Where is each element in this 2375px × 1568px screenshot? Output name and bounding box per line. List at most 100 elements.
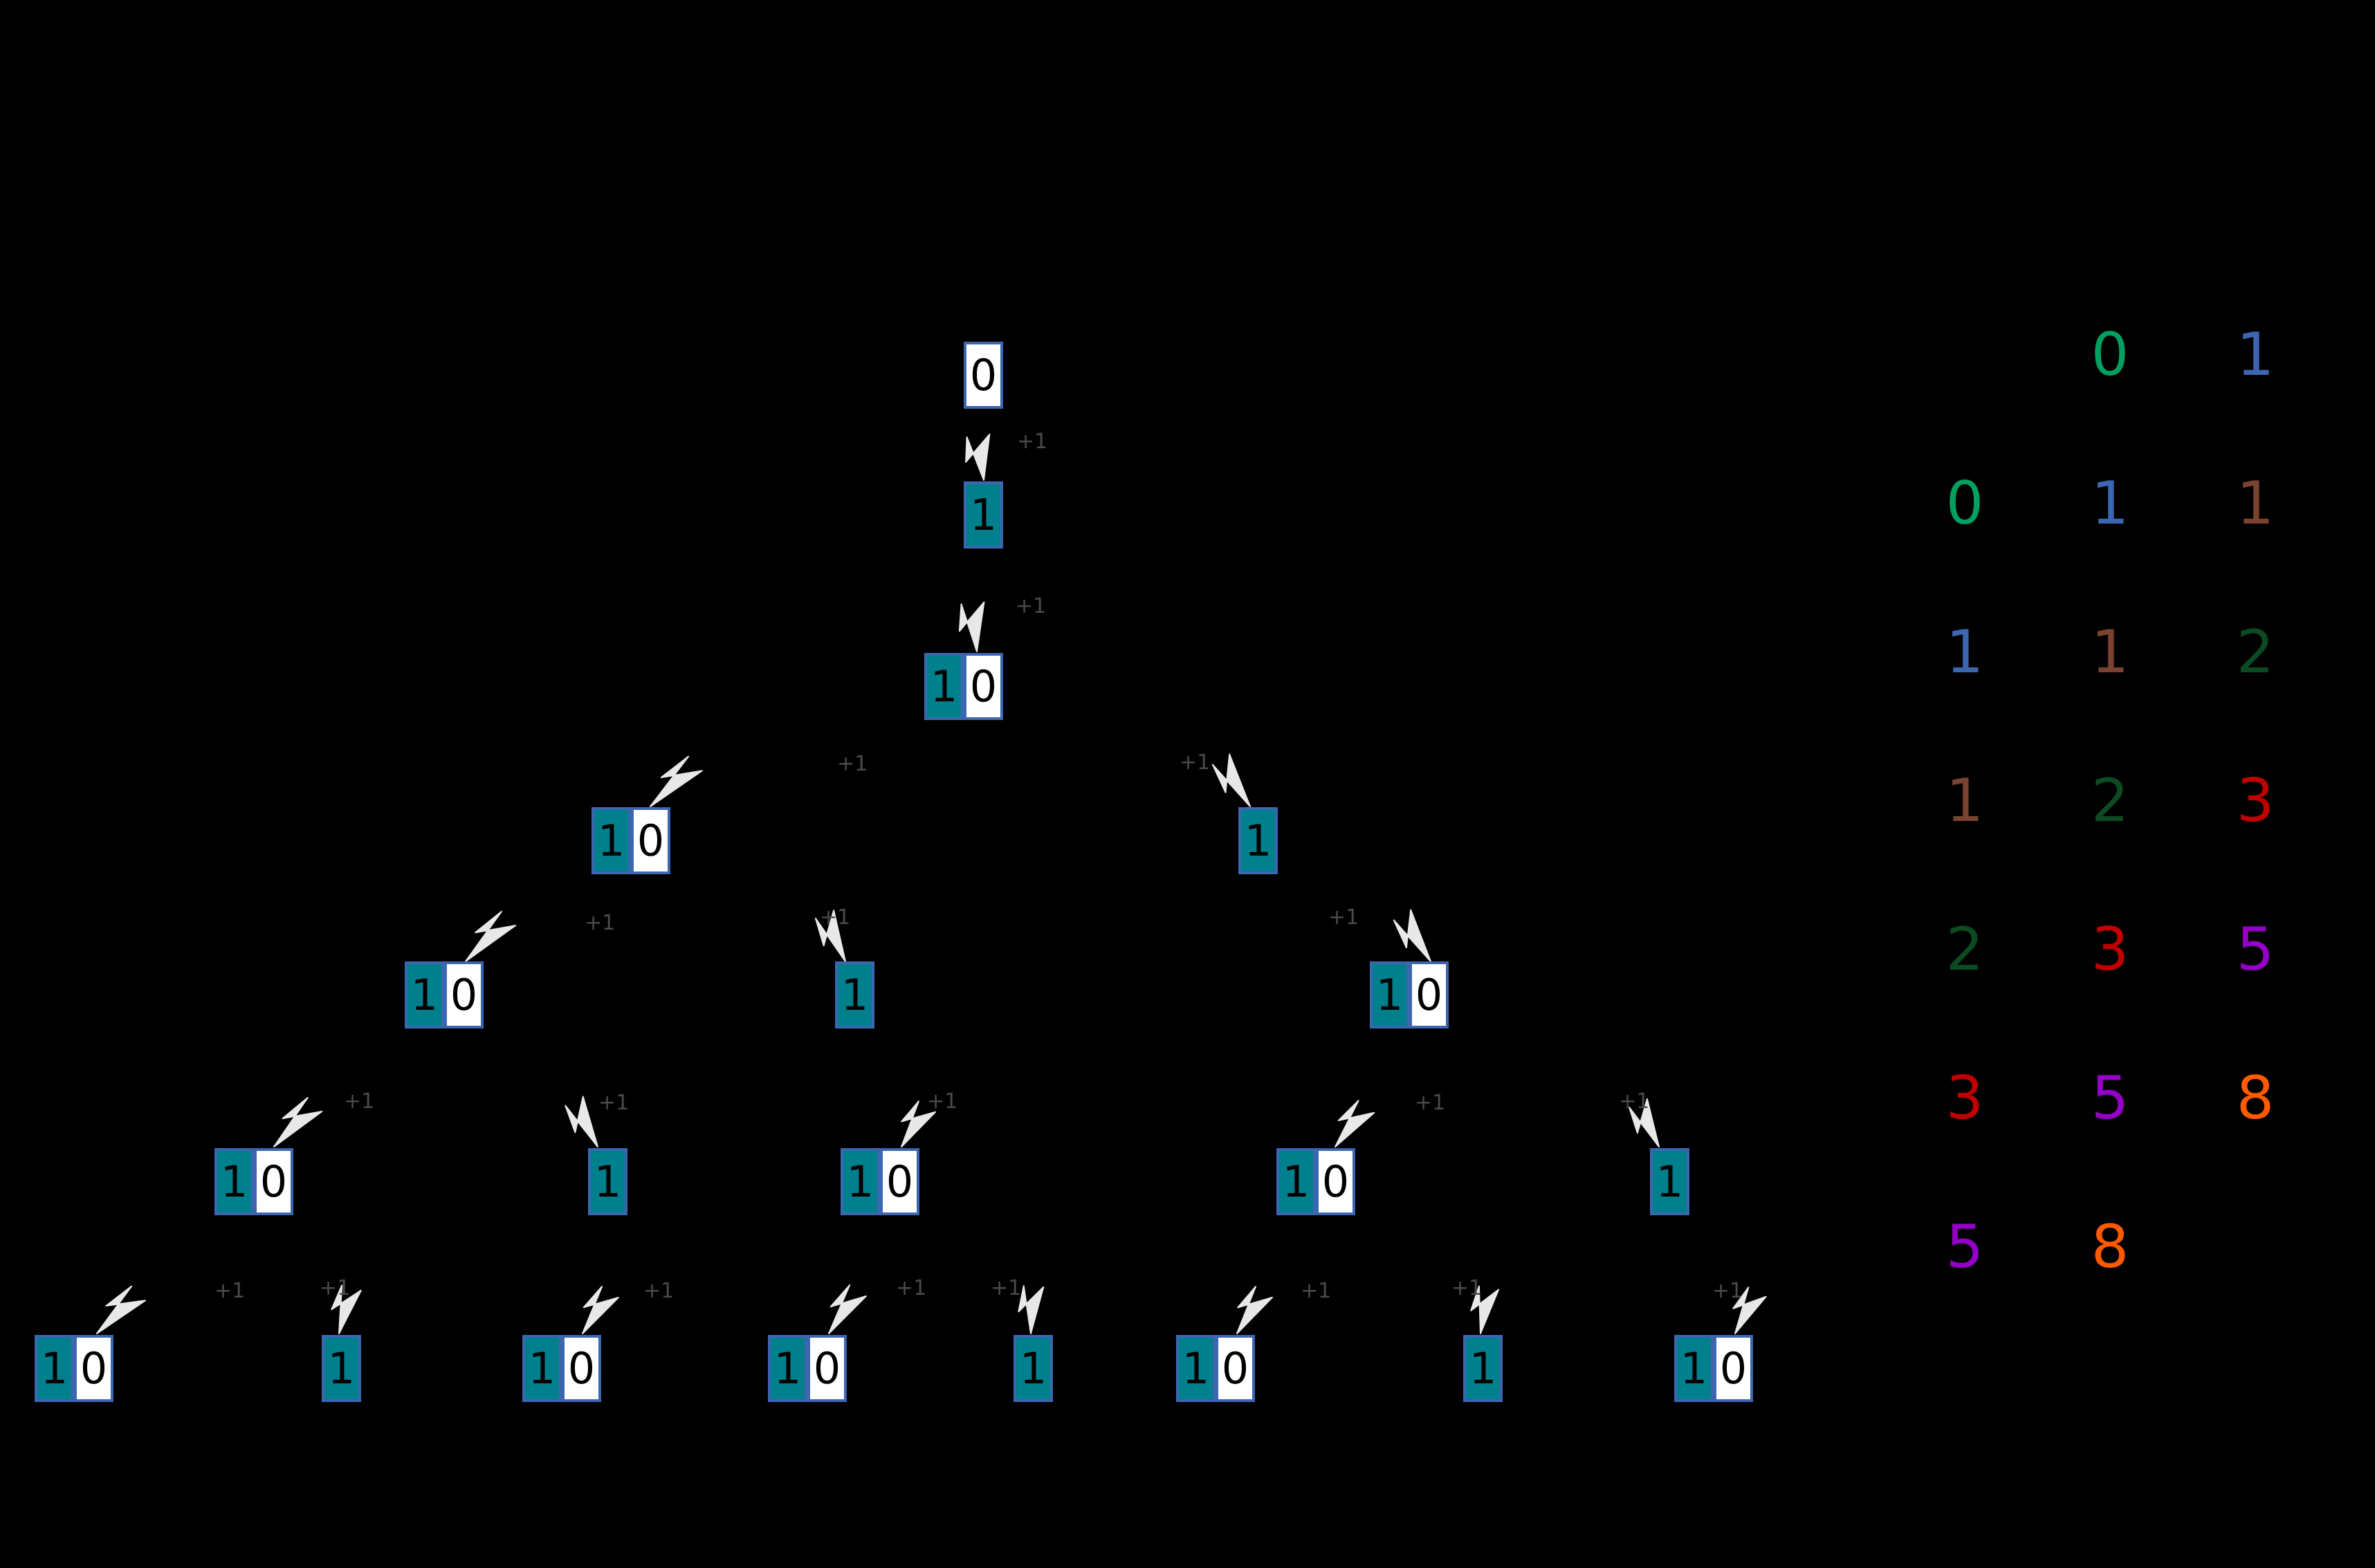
edge-label-plus-one: +1 xyxy=(585,911,616,935)
arrow-icon xyxy=(331,1284,362,1334)
digit-cell-one[interactable]: 1 xyxy=(835,961,874,1029)
arrow-icon xyxy=(582,1286,619,1334)
fibonacci-number: 8 xyxy=(2091,1212,2129,1282)
tree-node[interactable]: 1 xyxy=(1238,807,1278,874)
arrow-icon xyxy=(1732,1286,1767,1334)
digit-cell-one[interactable]: 1 xyxy=(522,1335,562,1402)
edge-label-plus-one: +1 xyxy=(320,1276,351,1300)
digit-cell-one[interactable]: 1 xyxy=(1176,1335,1216,1402)
edge-label-plus-one: +1 xyxy=(991,1276,1022,1300)
fibonacci-number: 1 xyxy=(2091,618,2129,687)
arrow-icon xyxy=(1018,1285,1045,1334)
edge-label-plus-one: +1 xyxy=(837,752,868,776)
digit-cell-one[interactable]: 1 xyxy=(214,1148,254,1215)
digit-cell-one[interactable]: 1 xyxy=(924,653,964,720)
tree-node[interactable]: 1 xyxy=(1014,1335,1053,1402)
edge-label-plus-one: +1 xyxy=(598,1091,630,1115)
digit-cell-zero[interactable]: 0 xyxy=(880,1148,919,1215)
edge-label-plus-one: +1 xyxy=(927,1089,958,1114)
fibonacci-number: 5 xyxy=(1945,1212,1984,1282)
digit-cell-zero[interactable]: 0 xyxy=(444,961,484,1029)
edge-label-plus-one: +1 xyxy=(1712,1279,1743,1303)
digit-cell-zero[interactable]: 0 xyxy=(1714,1335,1753,1402)
digit-cell-one[interactable]: 1 xyxy=(35,1335,74,1402)
digit-cell-one[interactable]: 1 xyxy=(592,807,631,874)
digit-cell-one[interactable]: 1 xyxy=(1650,1148,1689,1215)
digit-cell-one[interactable]: 1 xyxy=(405,961,444,1029)
arrow-icon xyxy=(565,1096,598,1147)
fibonacci-number: 1 xyxy=(2091,469,2129,538)
digit-cell-zero[interactable]: 0 xyxy=(631,807,670,874)
digit-cell-zero[interactable]: 0 xyxy=(964,653,1003,720)
digit-cell-zero[interactable]: 0 xyxy=(807,1335,847,1402)
edge-label-plus-one: +1 xyxy=(344,1089,375,1114)
edge-label-plus-one: +1 xyxy=(896,1276,927,1300)
fibonacci-number: 5 xyxy=(2236,915,2275,984)
digit-cell-zero[interactable]: 0 xyxy=(254,1148,293,1215)
tree-node[interactable]: 1 xyxy=(835,961,874,1029)
tree-node[interactable]: 1 xyxy=(1650,1148,1689,1215)
digit-cell-one[interactable]: 1 xyxy=(841,1148,880,1215)
arrow-icon xyxy=(1211,753,1251,807)
fibonacci-number: 1 xyxy=(2236,469,2275,538)
fibonacci-number: 0 xyxy=(2091,320,2129,389)
fibonacci-number: 8 xyxy=(2236,1064,2275,1133)
arrow-icon xyxy=(828,1284,867,1334)
digit-cell-one[interactable]: 1 xyxy=(1238,807,1278,874)
fibonacci-number: 2 xyxy=(2236,618,2275,687)
arrow-icon xyxy=(965,433,991,481)
tree-node[interactable]: 1 xyxy=(322,1335,361,1402)
fibonacci-number: 5 xyxy=(2091,1064,2129,1133)
digit-cell-one[interactable]: 1 xyxy=(1014,1335,1053,1402)
edge-label-plus-one: +1 xyxy=(1619,1089,1650,1114)
edge-label-plus-one: +1 xyxy=(643,1279,675,1303)
digit-cell-one[interactable]: 1 xyxy=(1463,1335,1503,1402)
fibonacci-number: 0 xyxy=(1945,469,1984,538)
arrow-icon xyxy=(958,601,985,652)
edge-label-plus-one: +1 xyxy=(1451,1276,1483,1300)
digit-cell-zero[interactable]: 0 xyxy=(1216,1335,1255,1402)
digit-cell-one[interactable]: 1 xyxy=(1674,1335,1714,1402)
fibonacci-number: 3 xyxy=(2236,766,2275,836)
edge-label-plus-one: +1 xyxy=(1301,1279,1332,1303)
arrow-icon xyxy=(901,1100,937,1147)
arrow-icon xyxy=(1393,909,1431,962)
digit-cell-zero[interactable]: 0 xyxy=(74,1335,113,1402)
digit-cell-one[interactable]: 1 xyxy=(588,1148,627,1215)
arrow-icon xyxy=(814,910,846,962)
digit-cell-one[interactable]: 1 xyxy=(1370,961,1409,1029)
digit-cell-zero[interactable]: 0 xyxy=(562,1335,601,1402)
digit-cell-zero[interactable]: 0 xyxy=(1409,961,1449,1029)
arrow-icon xyxy=(273,1097,323,1147)
digit-cell-one[interactable]: 1 xyxy=(1276,1148,1316,1215)
tree-node[interactable]: 0 xyxy=(964,342,1003,409)
fibonacci-number: 1 xyxy=(1945,766,1984,836)
fibonacci-number: 2 xyxy=(1945,915,1984,984)
digit-cell-one[interactable]: 1 xyxy=(964,481,1003,548)
digit-cell-zero[interactable]: 0 xyxy=(964,342,1003,409)
arrow-icon xyxy=(1629,1098,1660,1147)
tree-node[interactable]: 1 xyxy=(1463,1335,1503,1402)
tree-node[interactable]: 1 xyxy=(588,1148,627,1215)
arrow-icon xyxy=(96,1285,146,1334)
digit-cell-one[interactable]: 1 xyxy=(768,1335,807,1402)
digit-cell-zero[interactable]: 0 xyxy=(1316,1148,1355,1215)
digit-cell-one[interactable]: 1 xyxy=(322,1335,361,1402)
arrow-icon xyxy=(465,910,517,962)
edge-label-plus-one: +1 xyxy=(820,905,851,930)
tree-node[interactable]: 1 xyxy=(964,481,1003,548)
arrow-icon xyxy=(1335,1100,1375,1147)
